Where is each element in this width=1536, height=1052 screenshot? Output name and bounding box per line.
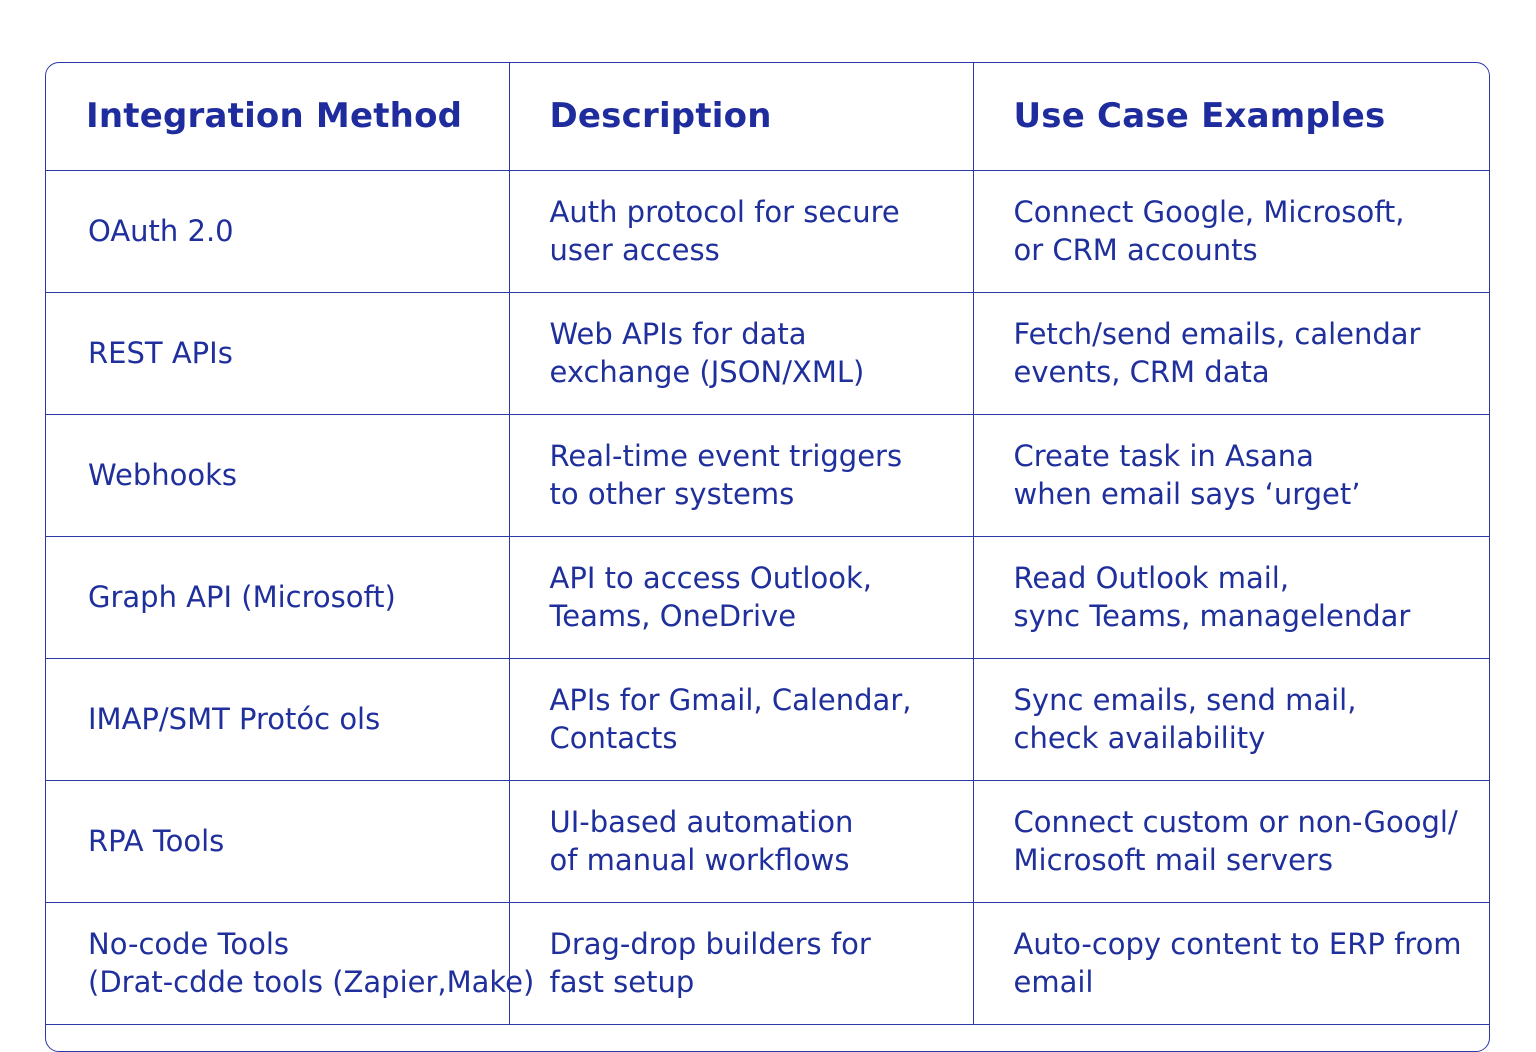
- cell-text-line: Read Outlook mail,: [1013, 561, 1290, 595]
- cell-use-case: Sync emails, send mail, check availabili…: [973, 658, 1489, 781]
- cell-text-line: (Drat-cdde tools (Zapier,Make): [88, 965, 535, 999]
- table-row: IMAP/SMT Protóc ols APIs for Gmail, Cale…: [46, 658, 1489, 781]
- cell-method: No-code Tools (Drat-cdde tools (Zapier,M…: [46, 902, 535, 1025]
- cell-description: APIs for Gmail, Calendar, Contacts: [509, 658, 974, 781]
- cell-text-line: REST APIs: [88, 336, 233, 370]
- cell-method: Webhooks: [46, 414, 510, 537]
- cell-text-line: OAuth 2.0: [88, 214, 234, 248]
- cell-text-line: when email says ‘urget’: [1013, 477, 1361, 511]
- cell-use-case: Fetch/send emails, calendar events, CRM …: [973, 292, 1489, 415]
- cell-description: UI-based automation of manual workflows: [509, 780, 974, 903]
- cell-use-case: Connect custom or non-Googl/ Microsoft m…: [973, 780, 1489, 903]
- cell-text-line: fast setup: [549, 965, 695, 999]
- cell-text-line: email: [1013, 965, 1094, 999]
- cell-text-line: APIs for Gmail, Calendar,: [549, 683, 912, 717]
- cell-description: API to access Outlook, Teams, OneDrive: [509, 536, 974, 659]
- cell-description: Real-time event triggers to other system…: [509, 414, 974, 537]
- cell-text-line: user access: [549, 233, 720, 267]
- integration-methods-table: Integration Method Description Use Case …: [46, 63, 1489, 1025]
- cell-text-line: No-code Tools: [88, 927, 290, 961]
- cell-text-line: Real-time event triggers: [549, 439, 903, 473]
- cell-description: Drag-drop builders for fast setup: [509, 902, 974, 1025]
- cell-text-line: Auto-copy content to ERP from: [1013, 927, 1462, 961]
- cell-text-line: Drag-drop builders for: [549, 927, 871, 961]
- table-row: No-code Tools (Drat-cdde tools (Zapier,M…: [46, 902, 1489, 1025]
- integration-methods-table-frame: Integration Method Description Use Case …: [45, 62, 1490, 1052]
- cell-use-case: Create task in Asana when email says ‘ur…: [973, 414, 1489, 537]
- cell-text-line: Connect Google, Microsoft,: [1013, 195, 1405, 229]
- header-use-case-examples: Use Case Examples: [973, 63, 1489, 171]
- cell-text-line: check availability: [1013, 721, 1266, 755]
- cell-text-line: events, CRM data: [1013, 355, 1270, 389]
- cell-text-line: sync Teams, managelendar: [1013, 599, 1411, 633]
- cell-text-line: UI-based automation: [549, 805, 854, 839]
- cell-text-line: IMAP/SMT Protóc ols: [88, 702, 381, 736]
- cell-text-line: Web APIs for data: [549, 317, 807, 351]
- cell-text-line: RPA Tools: [88, 824, 225, 858]
- cell-text-line: Microsoft mail servers: [1013, 843, 1333, 877]
- cell-text-line: Graph API (Microsoft): [88, 580, 396, 614]
- header-integration-method: Integration Method: [46, 63, 510, 171]
- cell-text-line: exchange (JSON/XML): [549, 355, 865, 389]
- table-row: RPA Tools UI-based automation of manual …: [46, 780, 1489, 903]
- table-row: OAuth 2.0 Auth protocol for secure user …: [46, 170, 1489, 293]
- cell-text-line: Teams, OneDrive: [549, 599, 797, 633]
- cell-text-line: Create task in Asana: [1013, 439, 1314, 473]
- cell-description: Auth protocol for secure user access: [509, 170, 974, 293]
- cell-description: Web APIs for data exchange (JSON/XML): [509, 292, 974, 415]
- cell-text-line: Connect custom or non-Googl/: [1013, 805, 1458, 839]
- cell-text-line: Webhooks: [88, 458, 237, 492]
- cell-use-case: Connect Google, Microsoft, or CRM accoun…: [973, 170, 1489, 293]
- cell-method: OAuth 2.0: [46, 170, 510, 293]
- header-description: Description: [509, 63, 974, 171]
- table-row: Webhooks Real-time event triggers to oth…: [46, 414, 1489, 537]
- cell-use-case: Read Outlook mail, sync Teams, managelen…: [973, 536, 1489, 659]
- cell-text-line: Fetch/send emails, calendar: [1013, 317, 1421, 351]
- cell-method: Graph API (Microsoft): [46, 536, 510, 659]
- cell-text-line: Auth protocol for secure: [549, 195, 900, 229]
- table-header-row: Integration Method Description Use Case …: [46, 63, 1489, 171]
- cell-text-line: Contacts: [549, 721, 678, 755]
- cell-method: IMAP/SMT Protóc ols: [46, 658, 510, 781]
- cell-text-line: Sync emails, send mail,: [1013, 683, 1357, 717]
- cell-text-line: of manual workflows: [549, 843, 850, 877]
- table-row: Graph API (Microsoft) API to access Outl…: [46, 536, 1489, 659]
- cell-text-line: API to access Outlook,: [549, 561, 873, 595]
- cell-text-line: or CRM accounts: [1013, 233, 1258, 267]
- cell-use-case: Auto-copy content to ERP from email: [973, 902, 1489, 1025]
- cell-method: REST APIs: [46, 292, 510, 415]
- table-row: REST APIs Web APIs for data exchange (JS…: [46, 292, 1489, 415]
- cell-text-line: to other systems: [549, 477, 795, 511]
- cell-method: RPA Tools: [46, 780, 510, 903]
